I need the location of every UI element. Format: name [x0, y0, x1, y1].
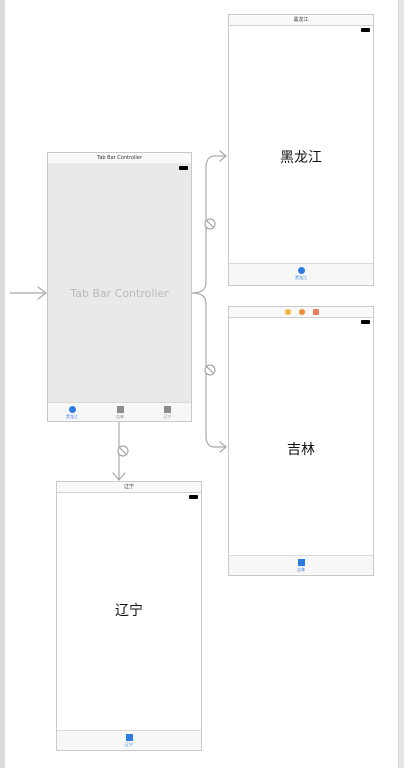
relationship-segue-icon-jilin [204, 364, 216, 376]
view-controller-icon[interactable] [285, 309, 291, 315]
scene-title: 辽宁 [57, 482, 201, 493]
tab-bar: 黑龙江 吉林 辽宁 [48, 402, 191, 421]
square-icon [116, 406, 124, 413]
battery-icon [361, 28, 370, 32]
tab-item-jilin[interactable]: 吉林 [229, 556, 373, 574]
tab-item-heilongjiang[interactable]: 黑龙江 [48, 403, 96, 421]
tab-bar: 辽宁 [57, 730, 201, 750]
tab-label: 辽宁 [163, 414, 172, 419]
relationship-segue-icon-heilongjiang [204, 218, 216, 230]
battery-icon [179, 166, 188, 170]
exit-icon[interactable] [313, 309, 319, 315]
canvas-left-edge [0, 0, 5, 768]
tab-bar-controller-scene[interactable]: Tab Bar Controller Tab Bar Controller 黑龙… [47, 152, 192, 422]
tab-item-heilongjiang[interactable]: 黑龙江 [229, 264, 373, 282]
tab-item-jilin[interactable]: 吉林 [96, 403, 144, 421]
view-center-label: 辽宁 [115, 603, 143, 619]
circle-icon [297, 267, 305, 274]
tab-label: 吉林 [297, 567, 305, 572]
scene-heilongjiang[interactable]: 黑龙江 黑龙江 黑龙江 [228, 14, 374, 286]
tab-label: 黑龙江 [295, 275, 307, 280]
square-icon [164, 406, 171, 413]
tab-bar: 黑龙江 [229, 263, 373, 285]
tab-label: 吉林 [116, 414, 124, 419]
scene-jilin[interactable]: 吉林 吉林 [228, 306, 374, 576]
segue-line-jilin [190, 292, 227, 453]
scene-dock [229, 307, 373, 318]
first-responder-icon[interactable] [299, 309, 305, 315]
controller-content-area [48, 163, 191, 403]
scene-title: 黑龙江 [229, 15, 373, 26]
tab-label: 辽宁 [125, 742, 133, 747]
scene-liaoning[interactable]: 辽宁 辽宁 辽宁 [56, 481, 202, 751]
initial-entry-arrow [9, 286, 47, 300]
battery-icon [361, 320, 370, 324]
tab-bar: 吉林 [229, 555, 373, 575]
square-icon [297, 559, 305, 566]
view-center-label: 黑龙江 [280, 150, 322, 166]
tab-item-liaoning[interactable]: 辽宁 [57, 731, 201, 749]
battery-icon [189, 495, 198, 499]
view-center-label: 吉林 [287, 442, 315, 458]
segue-line-heilongjiang [190, 150, 227, 294]
controller-center-label: Tab Bar Controller [70, 287, 169, 300]
tab-label: 黑龙江 [66, 414, 78, 419]
circle-icon [68, 406, 76, 413]
tab-item-liaoning[interactable]: 辽宁 [144, 403, 191, 421]
canvas-scrollbar[interactable] [398, 0, 404, 768]
square-icon [125, 734, 133, 741]
relationship-segue-icon-liaoning [117, 445, 129, 457]
